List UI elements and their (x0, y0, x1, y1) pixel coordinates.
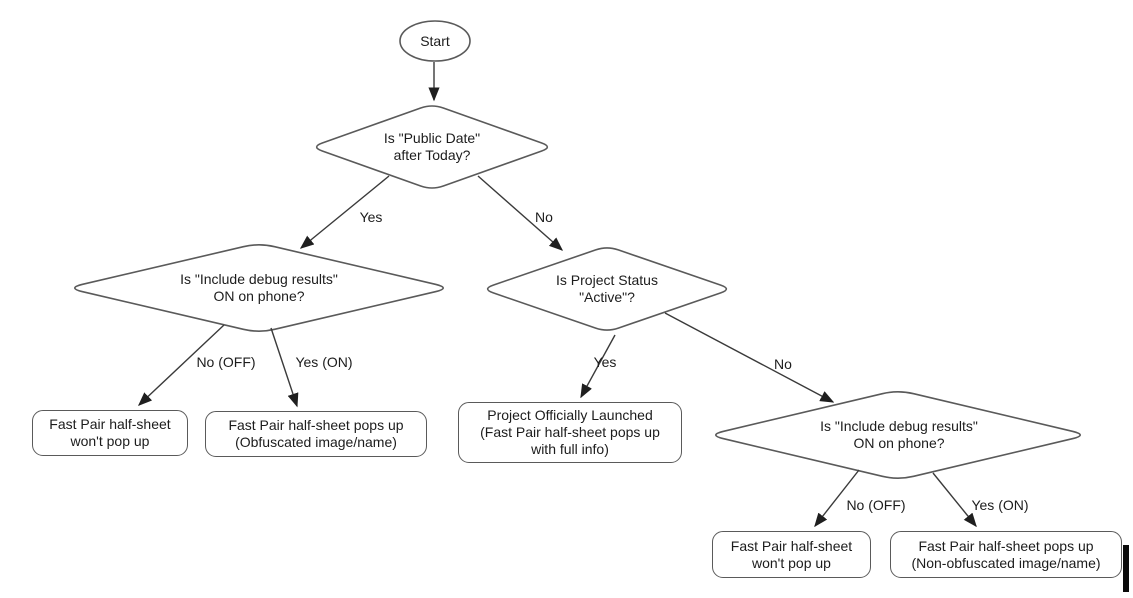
decision-debug-left-text: Is "Include debug results" ON on phone? (180, 271, 338, 304)
decision-project-status-label: Is Project Status "Active"? (487, 263, 727, 315)
outcome-no-popup-right-box: Fast Pair half-sheet won't pop up (712, 531, 871, 578)
outcome-popup-obfuscated-box: Fast Pair half-sheet pops up (Obfuscated… (205, 411, 427, 457)
edge-label-debug-left-no-off: No (OFF) (196, 354, 256, 370)
start-terminator-shape (399, 20, 471, 62)
outcome-launched-box: Project Officially Launched (Fast Pair h… (458, 402, 682, 463)
edge-label-debug-right-yes-on: Yes (ON) (971, 497, 1029, 513)
decision-project-status-shape (486, 247, 728, 331)
decision-debug-right-label: Is "Include debug results" ON on phone? (738, 409, 1060, 461)
decision-debug-left-shape (74, 244, 445, 332)
edge-label-project-status-yes: Yes (593, 354, 617, 370)
outcome-no-popup-left-box: Fast Pair half-sheet won't pop up (32, 410, 188, 456)
edge-label-project-status-no: No (774, 356, 792, 372)
decision-public-date-text: Is "Public Date" after Today? (383, 130, 481, 163)
start-label-text: Start (420, 32, 450, 49)
edge-label-public-date-no: No (535, 209, 553, 225)
decision-debug-left-label: Is "Include debug results" ON on phone? (98, 262, 420, 314)
decision-project-status-text: Is Project Status "Active"? (556, 272, 658, 305)
decision-debug-right-text: Is "Include debug results" ON on phone? (820, 418, 978, 451)
start-terminator-label: Start (400, 31, 470, 51)
outcome-no-popup-right-text: Fast Pair half-sheet won't pop up (730, 537, 853, 571)
outcome-popup-nonobfuscated-box: Fast Pair half-sheet pops up (Non-obfusc… (890, 531, 1122, 578)
text-cursor-artifact (1123, 545, 1129, 592)
arrow-public-date-yes (299, 175, 390, 249)
edge-label-debug-right-no-off: No (OFF) (846, 497, 906, 513)
outcome-no-popup-left-text: Fast Pair half-sheet won't pop up (49, 416, 171, 449)
decision-public-date-shape (315, 105, 549, 189)
outcome-launched-text: Project Officially Launched (Fast Pair h… (480, 407, 660, 457)
outcome-popup-obfuscated-text: Fast Pair half-sheet pops up (Obfuscated… (228, 417, 404, 450)
arrow-debug-left-yes-on (270, 327, 299, 408)
arrow-project-status-yes (580, 334, 616, 399)
edge-label-debug-left-yes-on: Yes (ON) (295, 354, 353, 370)
arrow-debug-right-yes-on (932, 472, 977, 528)
arrow-public-date-no (477, 175, 564, 251)
arrow-project-status-no (664, 312, 835, 403)
decision-public-date-label: Is "Public Date" after Today? (312, 121, 552, 173)
arrow-debug-left-no-off (137, 324, 225, 406)
edge-label-public-date-yes: Yes (359, 209, 383, 225)
arrow-debug-right-no-off (814, 469, 860, 528)
decision-debug-right-shape (715, 391, 1081, 479)
outcome-popup-nonobfuscated-text: Fast Pair half-sheet pops up (Non-obfusc… (911, 537, 1101, 571)
